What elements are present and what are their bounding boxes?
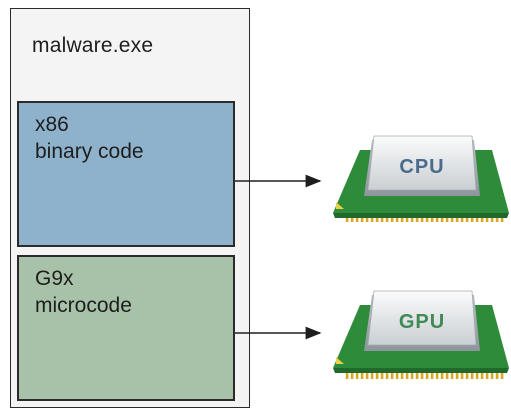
file-name-label: malware.exe [32,34,154,57]
g9x-section-title: G9x [35,267,74,290]
x86-section-title: x86 [35,113,69,136]
x86-section-subtitle: binary code [35,140,144,163]
x86-code-section: x86 binary code [17,101,235,247]
cpu-chip-label: CPU [399,156,444,178]
gpu-chip-icon: GPU [333,290,509,379]
gpu-chip-label: GPU [399,311,445,333]
cpu-chip-icon: CPU [333,135,509,222]
g9x-section-subtitle: microcode [35,294,132,317]
g9x-code-section: G9x microcode [17,255,235,401]
